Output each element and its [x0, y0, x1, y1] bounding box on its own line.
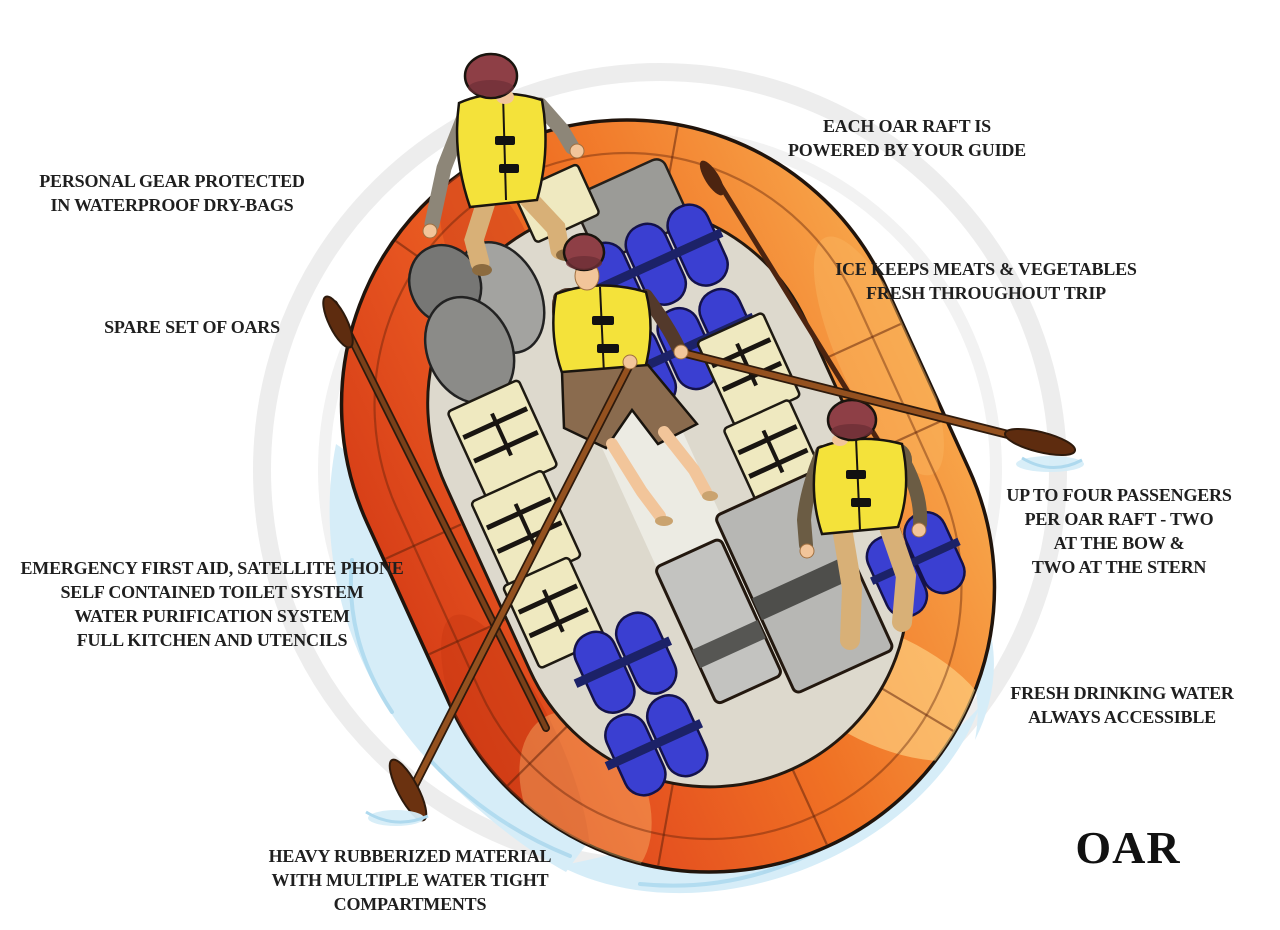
- label-line: FRESH DRINKING WATER: [1010, 683, 1234, 703]
- label-line: EMERGENCY FIRST AID, SATELLITE PHONE: [20, 558, 404, 578]
- label-passenger-capacity: UP TO FOUR PASSENGERS PER OAR RAFT - TWO…: [990, 483, 1248, 579]
- label-line: ICE KEEPS MEATS & VEGETABLES: [835, 259, 1137, 279]
- label-hull-material: HEAVY RUBBERIZED MATERIAL WITH MULTIPLE …: [252, 844, 568, 916]
- label-line: TWO AT THE STERN: [1031, 557, 1207, 577]
- label-ice-storage: ICE KEEPS MEATS & VEGETABLES FRESH THROU…: [813, 257, 1159, 305]
- guide-left-hand: [622, 354, 638, 370]
- label-line: IN WATERPROOF DRY-BAGS: [50, 195, 294, 215]
- cargo-barrels-stern: [573, 611, 709, 797]
- spare-oar-left: [322, 295, 550, 732]
- label-personal-gear: PERSONAL GEAR PROTECTED IN WATERPROOF DR…: [22, 169, 322, 217]
- water-splashes: [365, 456, 1084, 826]
- label-drinking-water: FRESH DRINKING WATER ALWAYS ACCESSIBLE: [1002, 681, 1242, 729]
- oar-starboard: [675, 347, 1077, 457]
- label-line: SPARE SET OF OARS: [104, 317, 280, 337]
- label-line: FULL KITCHEN AND UTENCILS: [76, 630, 348, 650]
- label-line: SELF CONTAINED TOILET SYSTEM: [60, 582, 364, 602]
- label-line: WITH MULTIPLE WATER TIGHT: [271, 870, 549, 890]
- label-line: POWERED BY YOUR GUIDE: [788, 140, 1026, 160]
- label-line: EACH OAR RAFT IS: [823, 116, 991, 136]
- label-line: AT THE BOW &: [1053, 533, 1185, 553]
- label-spare-oars: SPARE SET OF OARS: [82, 315, 302, 339]
- stern-passenger-figure: [796, 398, 928, 650]
- oar-port: [388, 355, 637, 822]
- guide-right-hand: [673, 344, 689, 360]
- label-line: WATER PURIFICATION SYSTEM: [74, 606, 350, 626]
- label-line: PERSONAL GEAR PROTECTED: [39, 171, 305, 191]
- label-line: FRESH THROUGHOUT TRIP: [866, 283, 1106, 303]
- label-line: UP TO FOUR PASSENGERS: [1006, 485, 1232, 505]
- label-emergency-equipment: EMERGENCY FIRST AID, SATELLITE PHONE SEL…: [11, 556, 413, 652]
- label-powered-by-guide: EACH OAR RAFT IS POWERED BY YOUR GUIDE: [782, 114, 1032, 162]
- label-line: HEAVY RUBBERIZED MATERIAL: [268, 846, 552, 866]
- label-line: PER OAR RAFT - TWO: [1024, 509, 1214, 529]
- label-line: ALWAYS ACCESSIBLE: [1028, 707, 1216, 727]
- oar-logo: OAR: [1075, 822, 1181, 873]
- label-line: COMPARTMENTS: [333, 894, 487, 914]
